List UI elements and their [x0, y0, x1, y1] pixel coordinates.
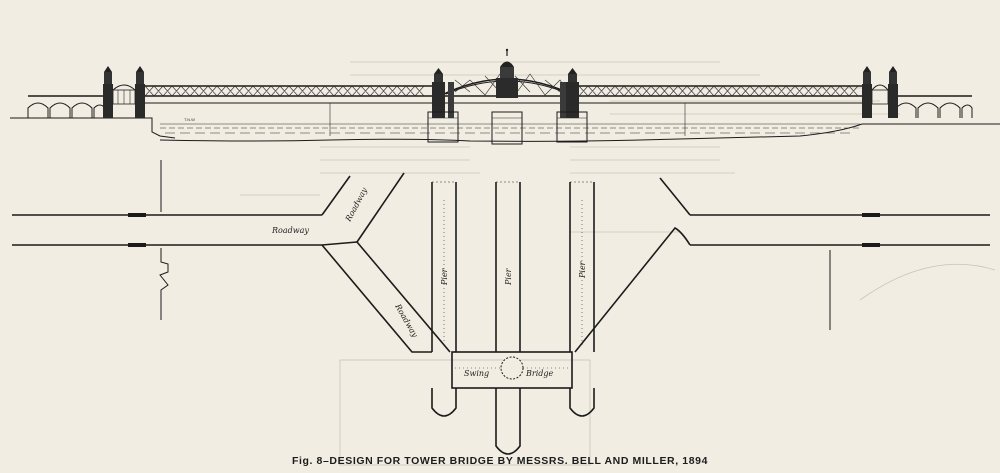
right-roadway — [690, 213, 990, 330]
label-pier-center: Pier — [504, 267, 513, 286]
label-roadway-upper: Roadway — [343, 186, 369, 224]
bridge-elevation: T.N.W — [10, 48, 1000, 145]
central-tower — [496, 48, 518, 98]
label-pier-right: Pier — [578, 260, 587, 279]
swing-bridge-deck — [431, 351, 595, 455]
label-bridge: Bridge — [525, 369, 554, 378]
left-river-tower — [432, 68, 454, 118]
label-pier-left: Pier — [440, 267, 449, 286]
right-approach-arches — [890, 95, 973, 118]
swing-pivot — [500, 356, 524, 380]
figure-caption: Fig. 8–DESIGN FOR TOWER BRIDGE BY MESSRS… — [292, 455, 708, 467]
left-approach-arches — [27, 95, 108, 118]
tnw-mark: T.N.W — [184, 117, 195, 122]
river-piers — [329, 103, 686, 145]
label-roadway-left: Roadway — [271, 226, 309, 235]
left-bank — [10, 117, 176, 139]
left-approach-roads — [321, 172, 451, 353]
river-bed — [159, 123, 863, 142]
left-roadway — [12, 160, 322, 320]
plan-piers — [431, 181, 595, 352]
label-swing: Swing — [464, 369, 489, 378]
right-approach-roads — [574, 177, 691, 353]
right-abutment-tower — [862, 66, 898, 118]
show-through-text — [240, 61, 996, 466]
deck-girders — [144, 85, 862, 104]
right-river-tower — [560, 68, 579, 118]
bridge-plan: Roadway Roadway Roadway Pier Pier Pier S… — [12, 160, 990, 455]
left-abutment-tower — [103, 66, 145, 118]
